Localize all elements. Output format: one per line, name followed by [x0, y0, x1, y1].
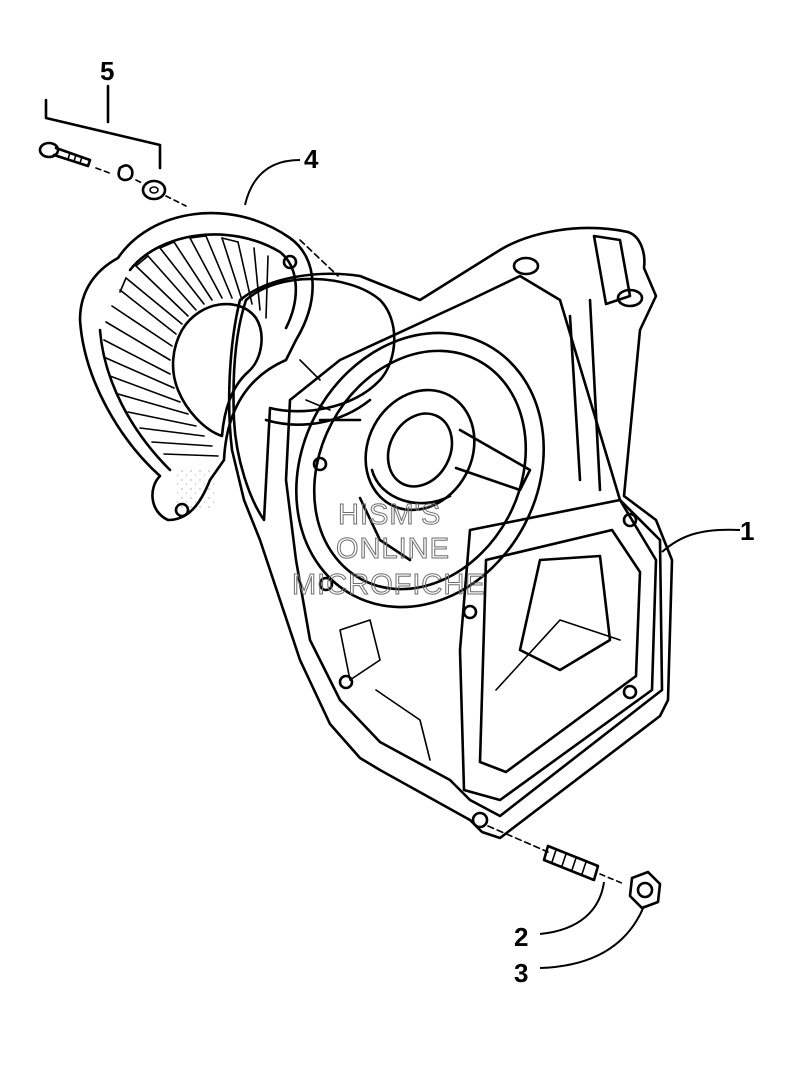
bearing-boss	[364, 388, 476, 512]
housing-bore	[295, 331, 545, 609]
hex-nut	[628, 870, 662, 910]
flat-washer	[141, 179, 167, 201]
callout-2: 2	[514, 922, 528, 952]
watermark-line-2: ONLINE	[336, 533, 450, 565]
hardware-group-5	[38, 84, 187, 207]
leader-3	[539, 905, 645, 969]
callout-3: 3	[514, 958, 528, 988]
watermark-line-3: MICROFICHE	[292, 569, 486, 601]
stud	[542, 844, 600, 882]
stud-and-nut	[487, 825, 662, 910]
leader-4	[244, 159, 301, 206]
callout-5: 5	[100, 56, 114, 86]
watermark: HISM'S ONLINE MICROFICHE	[292, 499, 486, 602]
lock-washer	[117, 164, 134, 182]
fan-shroud	[78, 211, 339, 522]
leader-2	[539, 881, 605, 935]
watermark-line-1: HISM'S	[338, 499, 441, 531]
fan-fins	[103, 235, 269, 457]
callout-4: 4	[304, 144, 319, 174]
blower-housing	[227, 226, 674, 840]
bolt	[38, 141, 92, 168]
callout-1: 1	[740, 516, 754, 546]
housing-outline	[227, 226, 674, 840]
leader-1	[661, 528, 741, 553]
